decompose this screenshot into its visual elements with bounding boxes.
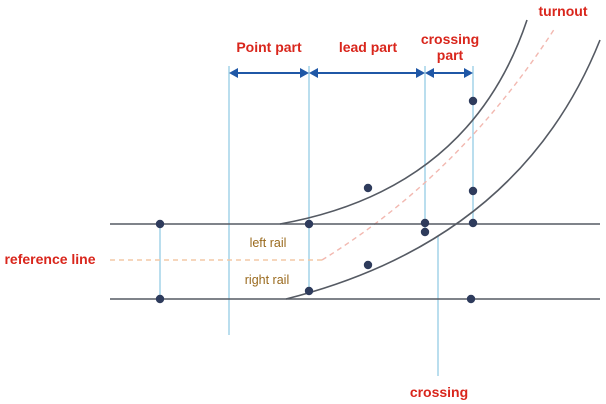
left-rail-label: left rail bbox=[250, 236, 287, 250]
reference-line-label: reference line bbox=[4, 251, 95, 267]
crossing-part-label-line1: crossing bbox=[421, 31, 479, 47]
right-rail-label: right rail bbox=[245, 273, 289, 287]
marker-dots bbox=[155, 96, 478, 304]
arrow-head bbox=[309, 68, 318, 78]
marker-dot bbox=[466, 294, 476, 304]
lead-part-label: lead part bbox=[339, 39, 398, 55]
marker-dot bbox=[468, 186, 478, 196]
curved-rail-upper bbox=[279, 19, 528, 225]
turnout-centerline bbox=[321, 27, 556, 261]
curved-rail-lower bbox=[285, 39, 601, 300]
arrow-head bbox=[464, 68, 473, 78]
marker-dot bbox=[304, 286, 314, 296]
turnout-label: turnout bbox=[539, 3, 588, 19]
marker-dot bbox=[155, 294, 165, 304]
marker-dot bbox=[420, 218, 430, 228]
marker-dot bbox=[363, 260, 373, 270]
marker-dot bbox=[155, 219, 165, 229]
arrow-head bbox=[300, 68, 309, 78]
crossing-label: crossing bbox=[410, 384, 468, 400]
arrow-head bbox=[416, 68, 425, 78]
marker-dot bbox=[468, 218, 478, 228]
arrow-head bbox=[425, 68, 434, 78]
arrow-head bbox=[229, 68, 238, 78]
point-part-label: Point part bbox=[236, 39, 302, 55]
marker-dot bbox=[363, 183, 373, 193]
crossing-part-label-line2: part bbox=[437, 47, 464, 63]
marker-dot bbox=[468, 96, 478, 106]
marker-dot bbox=[304, 219, 314, 229]
marker-dot bbox=[420, 227, 430, 237]
dimension-arrows bbox=[229, 68, 473, 78]
